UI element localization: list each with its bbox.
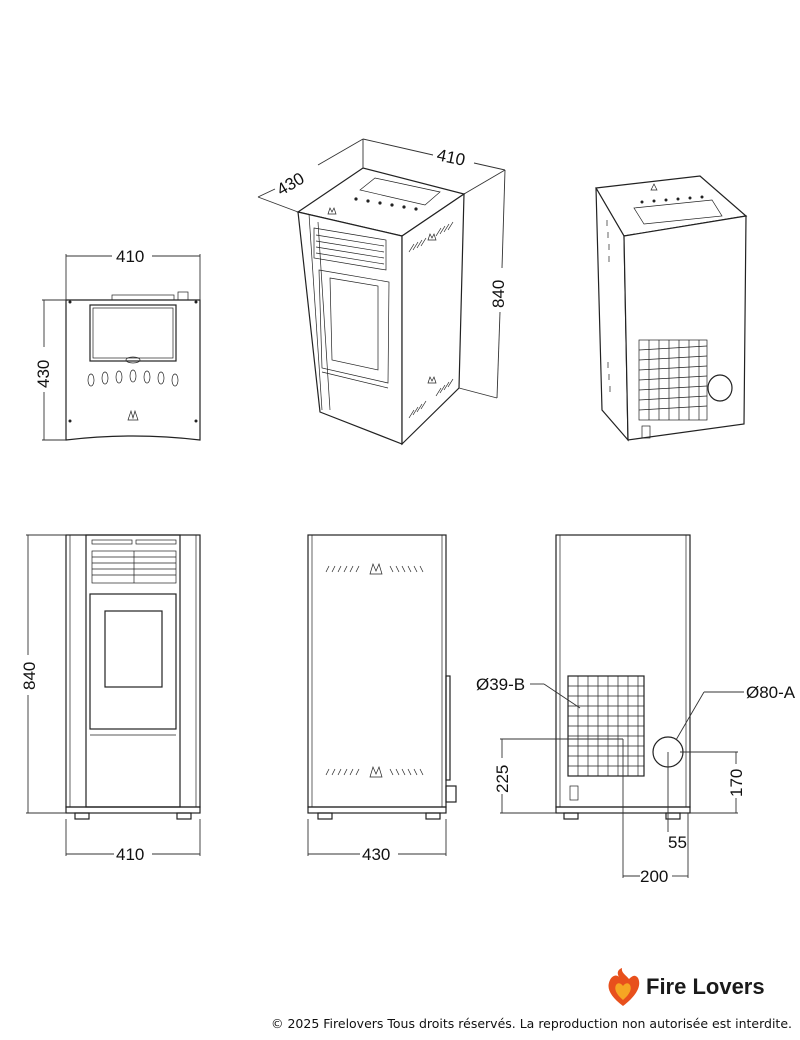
iso-depth-label: 430 <box>274 169 308 200</box>
flue-offset-label: 55 <box>668 833 687 852</box>
flue-label: Ø80-A <box>746 683 796 702</box>
top-depth-label: 430 <box>34 360 53 388</box>
flue-height-label: 170 <box>727 769 746 797</box>
rear-view <box>500 534 744 878</box>
iso-rear-view <box>595 175 748 442</box>
top-width-label: 410 <box>116 247 144 266</box>
top-view <box>42 254 201 441</box>
front-view <box>26 534 201 856</box>
copyright-notice: © 2025 Firelovers Tous droits réservés. … <box>271 1016 792 1031</box>
side-view <box>307 534 457 856</box>
flame-heart-icon <box>608 968 640 1006</box>
iso-front-view <box>257 138 506 446</box>
brand-logo: Fire Lovers <box>604 968 794 1008</box>
side-depth-label: 430 <box>362 845 390 864</box>
brand-name: Fire Lovers <box>646 974 765 999</box>
front-height-label: 840 <box>20 662 39 690</box>
iso-height-label: 840 <box>489 280 508 308</box>
iso-width-label: 410 <box>435 145 467 169</box>
front-width-label: 410 <box>116 845 144 864</box>
inlet-offset-label: 200 <box>640 867 668 886</box>
inlet-height-label: 225 <box>493 765 512 793</box>
inlet-label: Ø39-B <box>476 675 525 694</box>
